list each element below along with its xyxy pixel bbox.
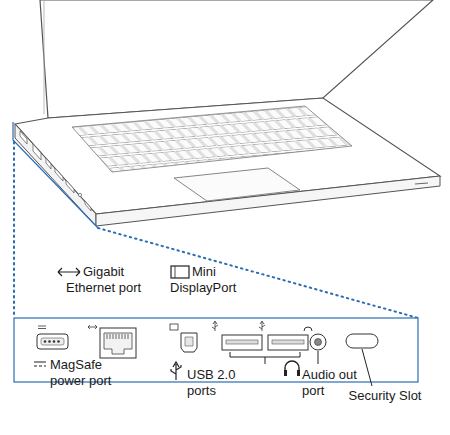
port-label: Security Slot xyxy=(345,388,425,404)
port-label: USB 2.0 ports xyxy=(187,367,247,399)
trackpad xyxy=(174,168,300,201)
zoom-lines xyxy=(14,142,418,318)
ethernet-port xyxy=(88,325,136,358)
port-label: Mini DisplayPort xyxy=(170,264,254,296)
audio-jack xyxy=(304,327,326,350)
port-label: MagSafe power port xyxy=(50,357,122,389)
usb-ports xyxy=(212,321,308,350)
mini-displayport xyxy=(170,324,197,352)
security-slot xyxy=(346,334,378,348)
side-ports xyxy=(20,131,91,211)
laptop-lid xyxy=(40,0,433,118)
port-label: Gigabit Ethernet port xyxy=(66,264,154,296)
keyboard xyxy=(72,106,352,172)
magsafe-port xyxy=(37,326,68,349)
